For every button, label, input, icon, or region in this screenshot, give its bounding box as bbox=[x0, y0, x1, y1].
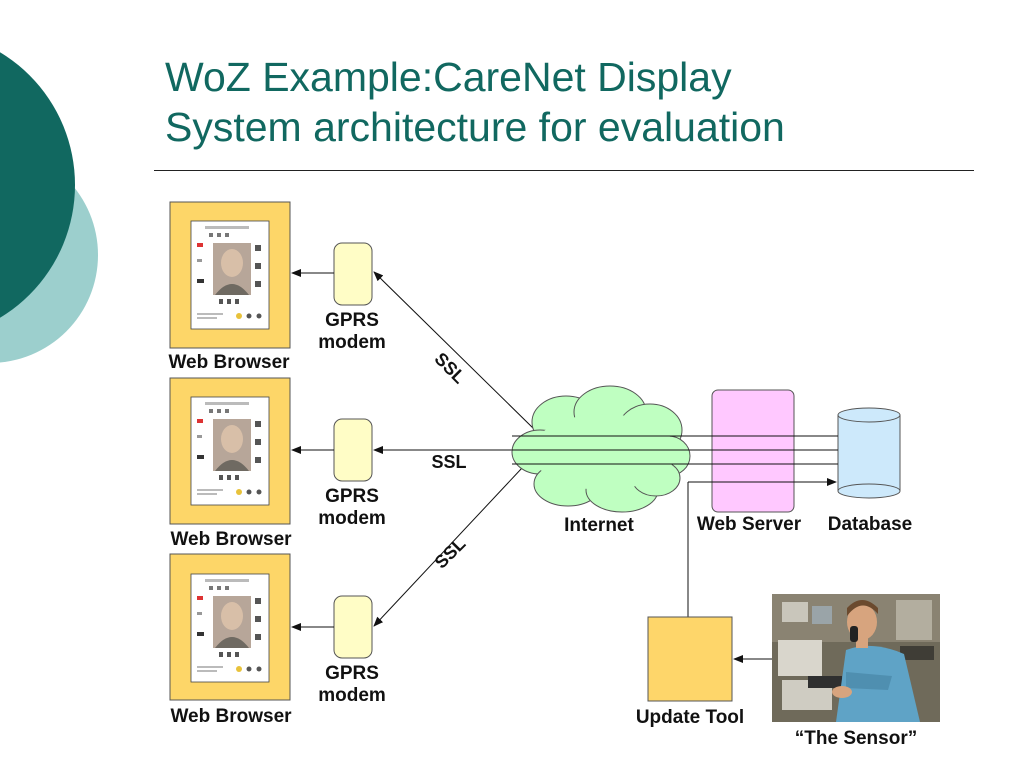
gprs-modem-2-label-line-1: GPRS bbox=[325, 486, 379, 507]
decor-circle-dark bbox=[0, 52, 75, 318]
web-browser-3 bbox=[169, 553, 291, 701]
gprs-modem-1-label-line-1: GPRS bbox=[325, 310, 379, 331]
sensor-photo bbox=[772, 594, 940, 722]
gprs-modem-2-label: GPRS modem bbox=[318, 486, 386, 530]
connection-lines bbox=[512, 435, 838, 465]
update-tool-box bbox=[647, 616, 733, 702]
gprs-modem-2 bbox=[333, 418, 373, 482]
gprs-modem-3-label: GPRS modem bbox=[318, 663, 386, 707]
web-browser-2-label: Web Browser bbox=[170, 529, 292, 550]
gprs-modem-1-label: GPRS modem bbox=[318, 310, 386, 354]
title-line-2: System architecture for evaluation bbox=[165, 104, 785, 150]
internet-cloud-core bbox=[532, 414, 676, 490]
web-browser-1-label: Web Browser bbox=[168, 352, 290, 373]
web-server-label: Web Server bbox=[696, 514, 802, 535]
gprs-modem-1-label-line-2: modem bbox=[318, 332, 386, 353]
title-line-1: WoZ Example:CareNet Display bbox=[165, 54, 732, 100]
web-browser-3-label: Web Browser bbox=[170, 706, 292, 727]
gprs-modem-3-label-line-1: GPRS bbox=[325, 663, 379, 684]
database-cylinder bbox=[837, 407, 901, 499]
gprs-modem-3-label-line-2: modem bbox=[318, 685, 386, 706]
ssl-label-2: SSL bbox=[431, 452, 467, 472]
update-tool-label: Update Tool bbox=[635, 707, 745, 728]
sensor-label: “The Sensor” bbox=[794, 728, 918, 749]
gprs-modem-1 bbox=[333, 242, 373, 306]
slide-title: WoZ Example:CareNet Display System archi… bbox=[165, 52, 785, 152]
gprs-modem-3 bbox=[333, 595, 373, 659]
arrow-internet-modem1 bbox=[373, 271, 536, 431]
web-server-box bbox=[711, 389, 795, 513]
internet-label: Internet bbox=[564, 515, 634, 536]
slide-decoration bbox=[0, 52, 98, 363]
arrow-internet-modem3 bbox=[373, 467, 523, 627]
web-browser-2 bbox=[169, 377, 291, 525]
web-browser-1 bbox=[169, 201, 291, 349]
title-divider bbox=[154, 170, 974, 171]
gprs-modem-2-label-line-2: modem bbox=[318, 508, 386, 529]
database-label: Database bbox=[827, 514, 913, 535]
